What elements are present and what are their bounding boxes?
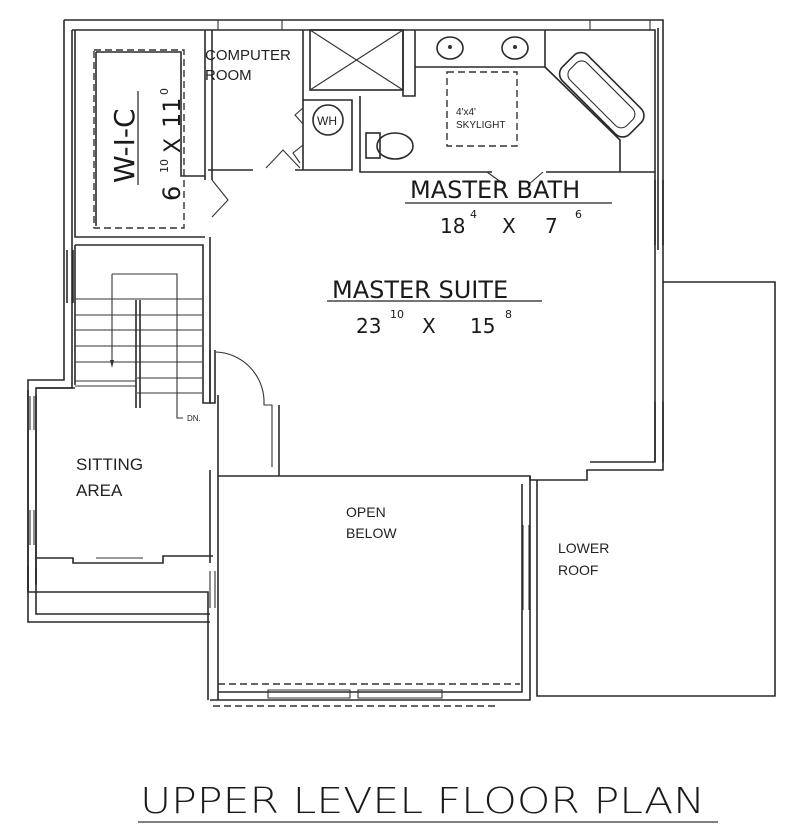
master-bath-dim-a-in: 4 bbox=[470, 208, 477, 221]
ledge bbox=[27, 566, 216, 623]
toilet bbox=[365, 132, 414, 160]
master-bath-dim-b: 7 bbox=[545, 214, 558, 238]
landing-door bbox=[209, 350, 280, 476]
wic-x: X bbox=[161, 138, 186, 153]
lower-roof: LOWER ROOF bbox=[536, 281, 776, 697]
master-bath-dim-a: 18 bbox=[440, 214, 465, 238]
master-suite-dim-b-in: 8 bbox=[505, 308, 512, 321]
wic-room bbox=[74, 30, 229, 238]
wic-name: W-I-C bbox=[108, 108, 141, 183]
computer-room: COMPUTER ROOM bbox=[205, 47, 291, 171]
master-suite-dim-a: 23 bbox=[356, 314, 381, 338]
stairs: DN. bbox=[66, 237, 211, 423]
shower bbox=[302, 29, 416, 97]
master-suite-label: MASTER SUITE 23 10 X 15 8 bbox=[327, 276, 542, 338]
master-bath-x: X bbox=[502, 214, 516, 238]
wic-label: W-I-C bbox=[108, 91, 141, 185]
stairs-dn-label: DN. bbox=[187, 414, 201, 423]
water-heater-closet: WH bbox=[265, 95, 492, 173]
master-suite-dim-b: 15 bbox=[470, 314, 495, 338]
sitting-area: SITTING AREA bbox=[27, 387, 219, 700]
computer-room-line1: COMPUTER bbox=[205, 47, 291, 64]
lower-roof-line1: LOWER bbox=[558, 540, 609, 556]
wh-label: WH bbox=[317, 114, 337, 128]
lower-roof-line2: ROOF bbox=[558, 562, 598, 578]
skylight: 4'x4' SKYLIGHT bbox=[446, 71, 518, 147]
master-bath-label: MASTER BATH 18 4 X 7 6 bbox=[405, 176, 612, 238]
plan-title-text: UPPER LEVEL FLOOR PLAN bbox=[140, 781, 705, 822]
wic-dim-b: 11 bbox=[158, 97, 186, 128]
master-suite-dim-a-in: 10 bbox=[390, 308, 404, 321]
master-suite-name: MASTER SUITE bbox=[332, 276, 508, 304]
plan-title: UPPER LEVEL FLOOR PLAN bbox=[138, 781, 718, 823]
open-below-area: OPEN BELOW bbox=[210, 476, 531, 707]
sitting-area-line2: AREA bbox=[76, 481, 123, 500]
skylight-line1: 4'x4' bbox=[456, 107, 476, 118]
wic-dim-a-in: 10 bbox=[158, 159, 171, 173]
wic-dim-b-in: 0 bbox=[158, 88, 171, 95]
sitting-area-line1: SITTING bbox=[76, 455, 143, 474]
open-below-line1: OPEN bbox=[346, 504, 386, 520]
master-bath-dim-b-in: 6 bbox=[575, 208, 582, 221]
master-suite-x: X bbox=[422, 314, 436, 338]
skylight-line2: SKYLIGHT bbox=[456, 120, 505, 131]
tub bbox=[486, 51, 655, 186]
open-below-line2: BELOW bbox=[346, 525, 397, 541]
vanity bbox=[415, 30, 546, 68]
master-bath-name: MASTER BATH bbox=[410, 176, 580, 204]
computer-room-line2: ROOM bbox=[205, 67, 252, 84]
wic-dim-a: 6 bbox=[158, 186, 186, 201]
